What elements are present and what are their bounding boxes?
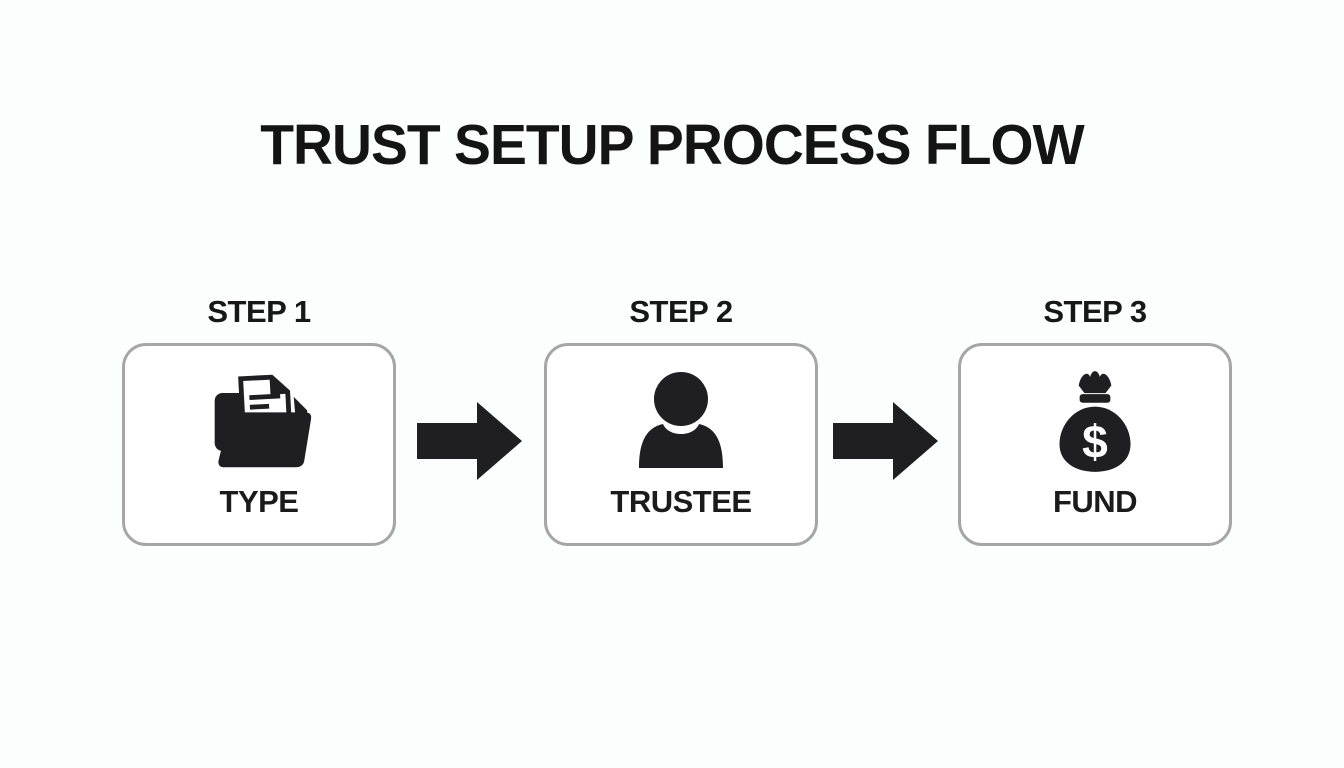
step-group-2: STEP 2 TRUSTEE — [544, 296, 818, 546]
page-title: TRUST SETUP PROCESS FLOW — [260, 113, 1085, 177]
step-3-item-label: FUND — [1052, 484, 1138, 519]
step-group-1: STEP 1 TYPE — [122, 296, 396, 546]
money-bag-icon: $ — [1047, 368, 1143, 474]
step-group-3: STEP 3 $ FUND — [958, 296, 1232, 546]
step-2-card: TRUSTEE — [544, 343, 818, 546]
step-3-label: STEP 3 — [1043, 294, 1147, 329]
right-arrow-icon — [417, 402, 522, 485]
person-icon — [631, 368, 731, 474]
step-2-item-label: TRUSTEE — [610, 484, 752, 519]
step-3-card: $ FUND — [958, 343, 1232, 546]
dollar-symbol: $ — [1082, 415, 1108, 467]
step-2-label: STEP 2 — [629, 294, 733, 329]
right-arrow-icon — [833, 402, 938, 485]
step-1-item-label: TYPE — [219, 484, 299, 519]
open-folder-documents-icon — [200, 368, 318, 474]
step-1-card: TYPE — [122, 343, 396, 546]
step-1-label: STEP 1 — [207, 294, 311, 329]
